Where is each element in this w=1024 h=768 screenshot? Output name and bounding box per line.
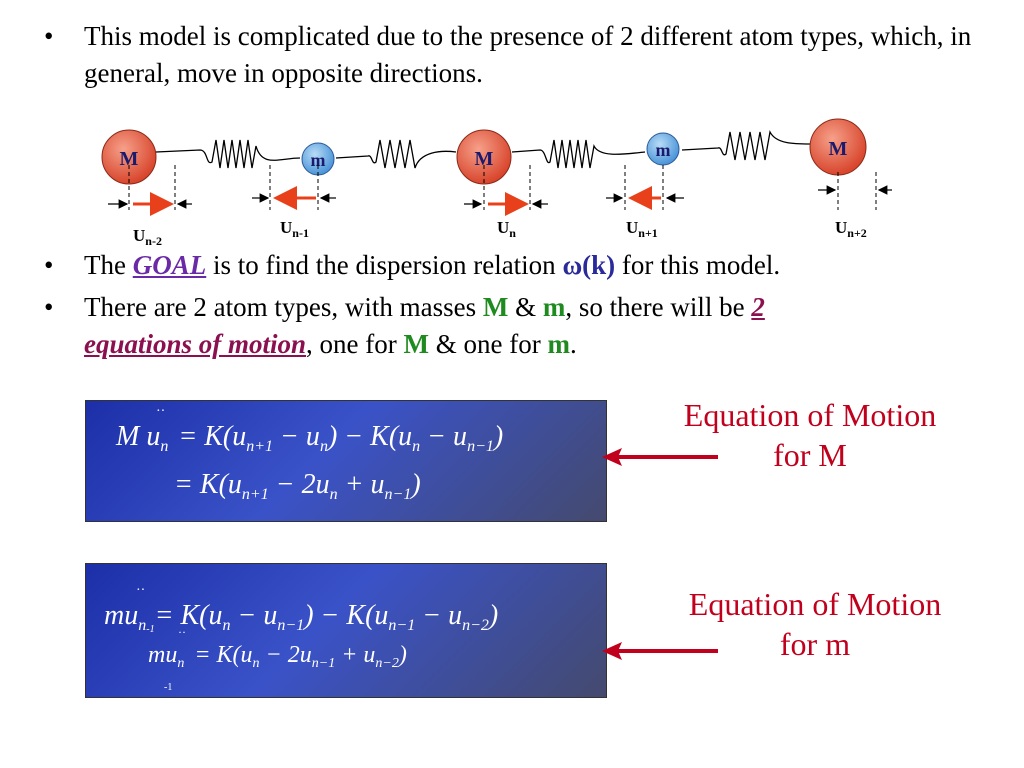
bullet-dot: •	[44, 292, 54, 322]
atom-m-n+1: m	[646, 132, 680, 166]
double-dot: ··	[136, 583, 145, 598]
bullet-text: The GOAL is to find the dispersion relat…	[84, 247, 1004, 284]
atom-label: M	[475, 148, 494, 170]
mass-m: m	[542, 292, 566, 322]
double-dot: ··	[156, 404, 165, 419]
label-line: for m	[779, 626, 851, 662]
mass-M: M	[403, 329, 429, 359]
text-span: &	[508, 292, 543, 322]
displacement-label-n+2: Un+2	[835, 218, 867, 240]
text-span: for this model.	[615, 250, 781, 280]
label-equation-m: Equation of Motion for m	[625, 584, 1005, 664]
displacement-label-n+1: Un+1	[626, 218, 658, 240]
label-line: for M	[773, 437, 847, 473]
equation-m-line-1: mun-1= K(un − un−1) − K(un−1 − un−2)	[104, 600, 498, 635]
bullet-dot: •	[44, 21, 54, 51]
spring-2	[335, 139, 457, 169]
spring-1	[155, 139, 301, 169]
text-span: is to find the dispersion relation	[206, 250, 563, 280]
atom-label: m	[311, 150, 326, 170]
bullet-dot: •	[44, 250, 54, 280]
equation-box-M: ·· M un= K(un+1 − un) − K(un − un−1) = K…	[85, 400, 607, 522]
goal-keyword: GOAL	[132, 250, 207, 280]
text-span: .	[569, 329, 577, 359]
text-span: There are 2 atom types, with masses	[84, 292, 483, 322]
equation-M-line-1: M un= K(un+1 − un) − K(un − un−1)	[115, 421, 503, 455]
label-line: Equation of Motion	[683, 397, 937, 433]
mass-M: M	[482, 292, 509, 322]
bullet-text: There are 2 atom types, with masses M & …	[84, 289, 1004, 363]
arrow-to-eq-m	[602, 642, 718, 660]
atom-m-n-1: m	[301, 142, 335, 176]
dispersion-symbol: ω(k)	[562, 250, 616, 280]
equation-m-line-2: mun= K(un − 2un−1 + un−2)	[148, 642, 407, 671]
label-line: Equation of Motion	[688, 586, 942, 622]
displacement-label-n: Un	[497, 218, 516, 240]
spring-4	[681, 129, 811, 161]
atom-M-n-2: M	[101, 129, 157, 185]
spring-3	[511, 139, 646, 169]
mass-m: m	[547, 329, 570, 359]
equation-box-m: ·· mun-1= K(un − un−1) − K(un−1 − un−2) …	[85, 563, 607, 698]
text-span: , so there will be	[565, 292, 752, 322]
equation-M-line-2: = K(un+1 − 2un + un−1)	[174, 469, 421, 503]
atom-label: M	[829, 138, 848, 160]
equation-count: 2	[751, 292, 765, 322]
double-dot: ··	[178, 625, 186, 639]
atom-M-n+2: M	[809, 118, 867, 176]
displacement-label-n-1: Un-1	[280, 218, 309, 240]
text-span: & one for	[429, 329, 548, 359]
text-span: , one for	[306, 329, 404, 359]
stray-subscript: -1	[164, 682, 172, 693]
equations-of-motion-phrase: equations of motion	[84, 329, 307, 359]
arrow-to-eq-M	[602, 448, 718, 466]
text-span: The	[84, 250, 133, 280]
bullet-text: This model is complicated due to the pre…	[84, 21, 972, 88]
label-equation-M: Equation of Motion for M	[620, 395, 1000, 475]
atom-label: m	[656, 140, 671, 160]
displacement-label-n-2: Un-2	[133, 226, 162, 248]
diatomic-chain-diagram: M m M m M	[101, 118, 892, 248]
displacement-guides	[128, 165, 877, 210]
atom-label: M	[120, 148, 139, 170]
atom-M-n: M	[456, 129, 512, 185]
